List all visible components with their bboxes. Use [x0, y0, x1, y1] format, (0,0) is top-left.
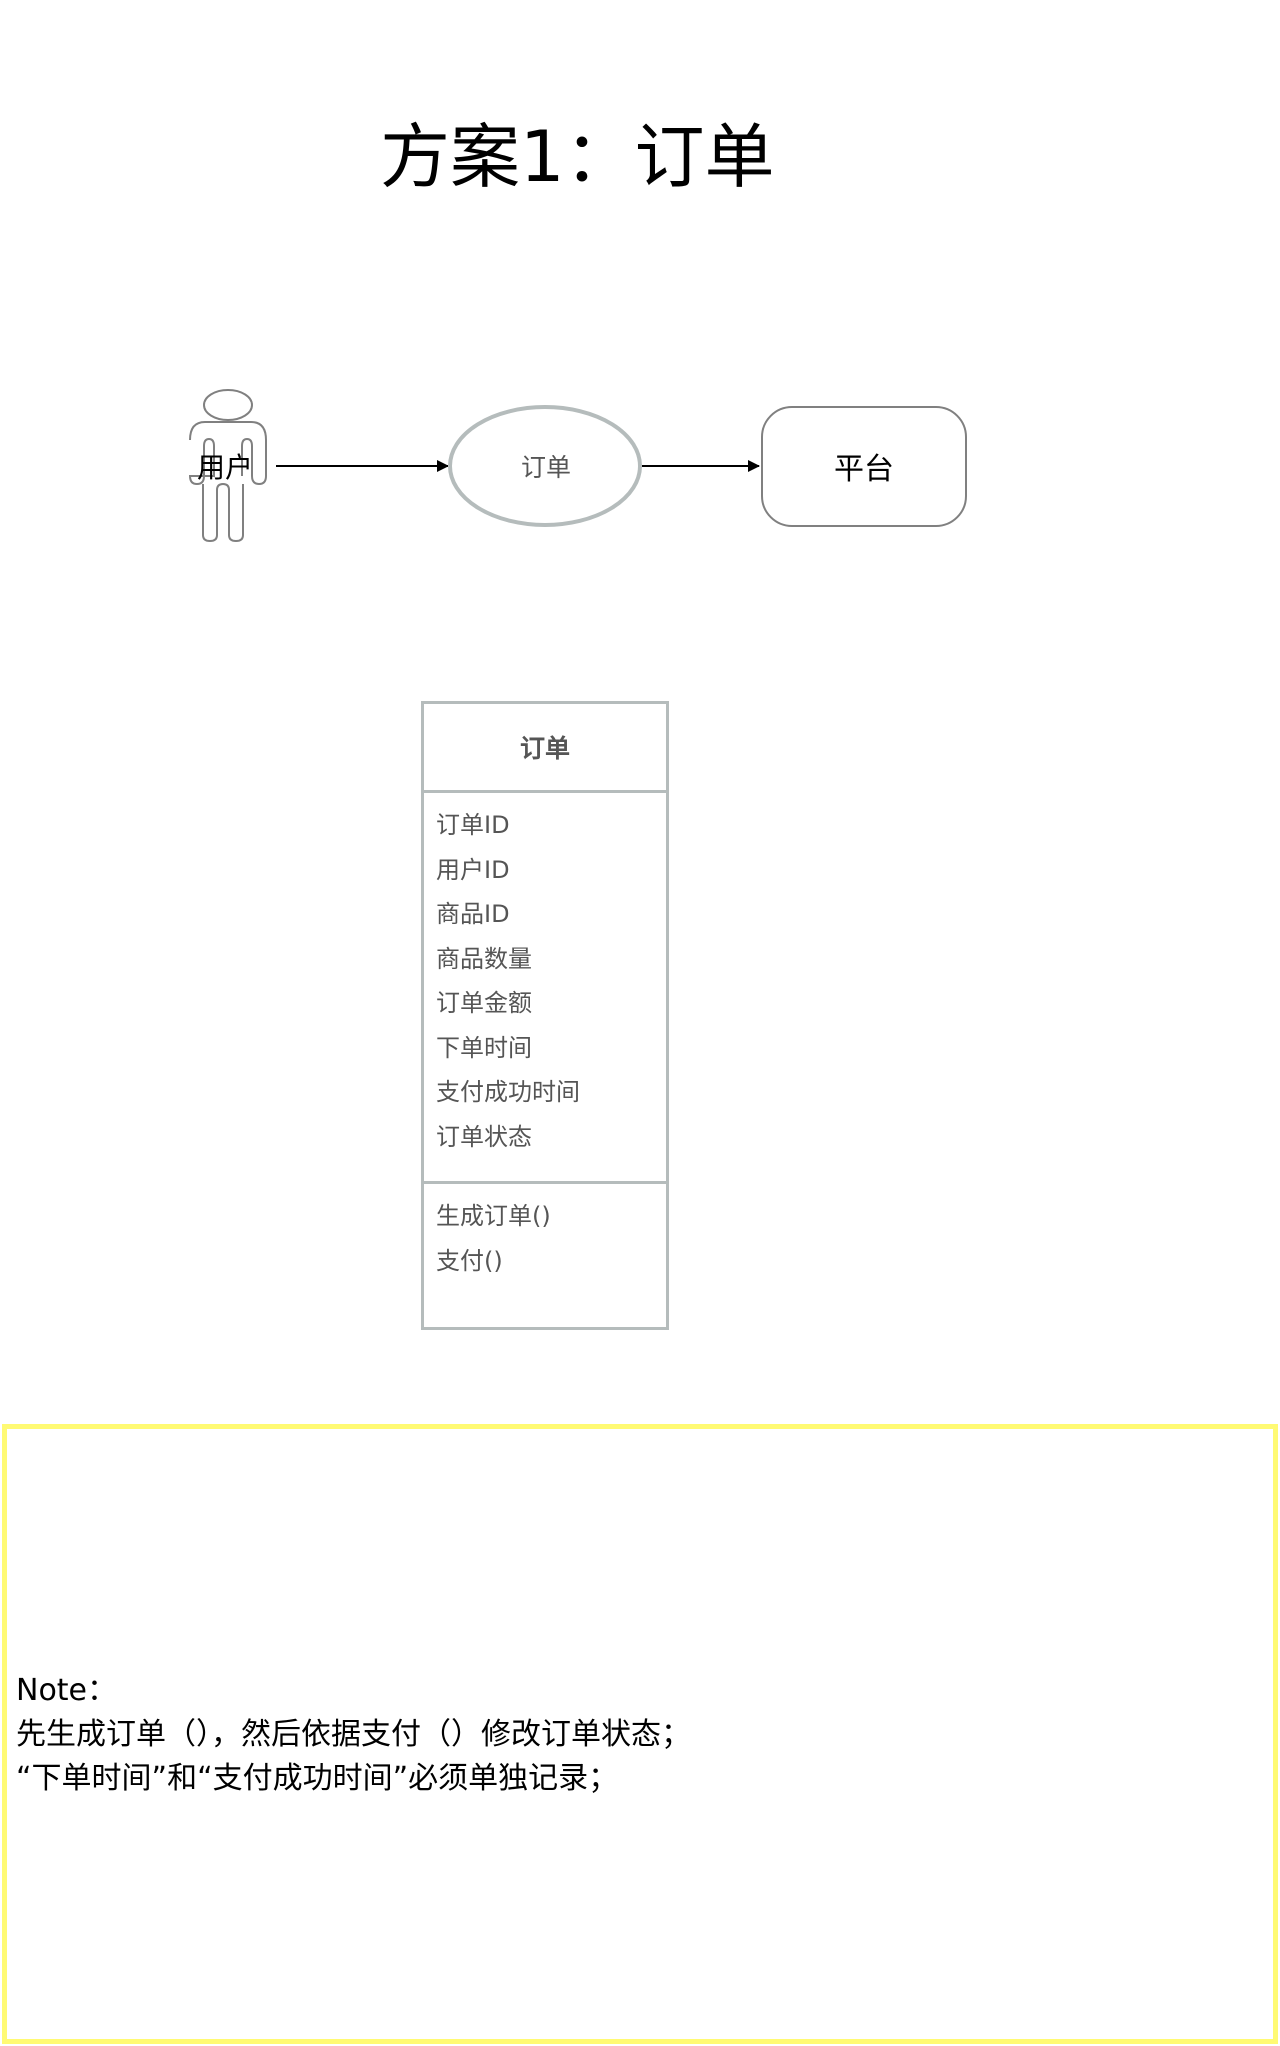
note-text: Note： 先生成订单（），然后依据支付（）修改订单状态； “下单时间”和“支付… [16, 1669, 691, 1801]
flow-diagram [188, 389, 967, 543]
note-box[interactable]: Note： 先生成订单（），然后依据支付（）修改订单状态； “下单时间”和“支付… [2, 1424, 1278, 2044]
attribute-product-quantity: 商品数量 [436, 944, 532, 973]
order-class-box[interactable]: 订单 订单ID 用户ID 商品ID 商品数量 订单金额 下单时间 支付成功时间 … [421, 701, 669, 1330]
class-attributes: 订单ID 用户ID 商品ID 商品数量 订单金额 下单时间 支付成功时间 订单状… [424, 793, 666, 1184]
note-line-1: 先生成订单（），然后依据支付（）修改订单状态； [16, 1717, 691, 1752]
platform-box[interactable] [761, 406, 967, 527]
attribute-product-id: 商品ID [436, 900, 510, 928]
actor-user-icon[interactable] [188, 389, 267, 543]
page-title: 方案1：订单 [380, 116, 775, 198]
note-heading: Note： [16, 1673, 118, 1708]
order-ellipse[interactable] [448, 405, 642, 527]
method-create-order: 生成订单() [436, 1202, 551, 1230]
attribute-order-time: 下单时间 [436, 1033, 532, 1062]
platform-label: 平台 [834, 452, 894, 487]
order-ellipse-label: 订单 [520, 453, 571, 482]
actor-label: 用户 [196, 451, 253, 484]
method-pay: 支付() [436, 1246, 503, 1275]
class-name: 订单 [424, 704, 666, 793]
class-methods: 生成订单() 支付() [424, 1184, 666, 1283]
attribute-payment-success-time: 支付成功时间 [436, 1078, 580, 1106]
note-line-2: “下单时间”和“支付成功时间”必须单独记录； [16, 1761, 619, 1796]
attribute-order-id: 订单ID [436, 811, 510, 839]
attribute-order-status: 订单状态 [436, 1122, 532, 1151]
attribute-user-id: 用户ID [436, 855, 510, 884]
attribute-order-amount: 订单金额 [436, 989, 532, 1017]
